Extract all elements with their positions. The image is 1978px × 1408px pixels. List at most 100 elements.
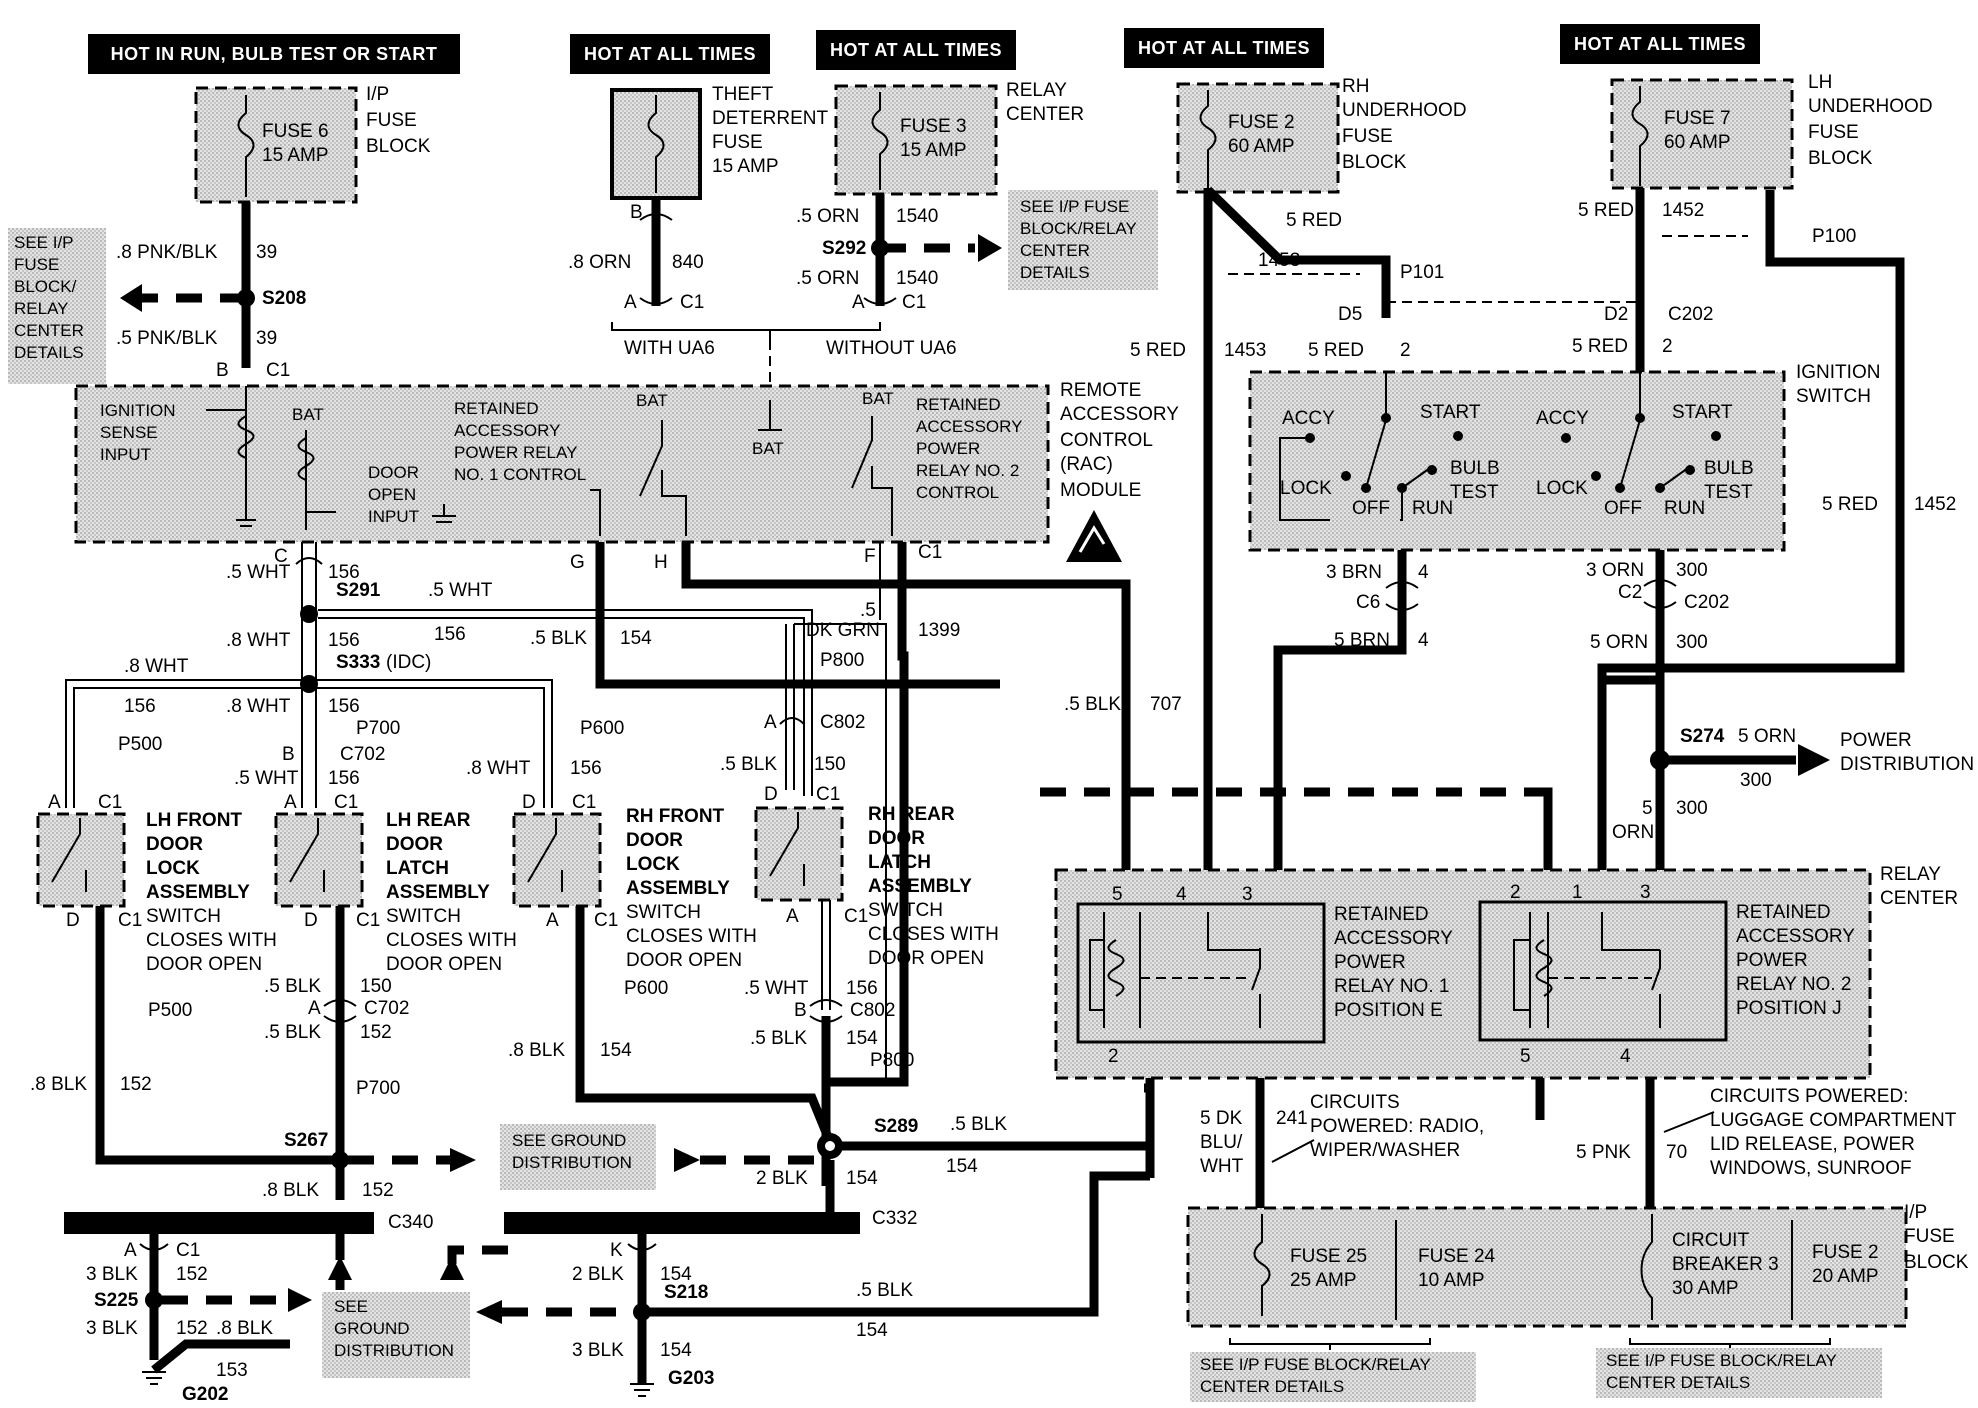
svg-text:S225: S225 — [94, 1290, 139, 1311]
svg-text:3 BLK: 3 BLK — [86, 1264, 138, 1285]
svg-text:K: K — [610, 1240, 623, 1261]
svg-text:CENTER DETAILS: CENTER DETAILS — [1606, 1373, 1750, 1392]
svg-text:B: B — [794, 1000, 807, 1021]
svg-text:707: 707 — [1150, 694, 1182, 715]
svg-text:START: START — [1672, 402, 1733, 423]
arrow-see-ip-left — [120, 284, 142, 312]
svg-text:CONTROL: CONTROL — [1060, 430, 1153, 451]
svg-text:SWITCH: SWITCH — [386, 906, 461, 927]
svg-text:ASSEMBLY: ASSEMBLY — [146, 882, 250, 903]
fuse-6-box: FUSE 6 15 AMP — [194, 86, 358, 204]
svg-text:ASSEMBLY: ASSEMBLY — [386, 882, 490, 903]
svg-text:CENTER: CENTER — [1006, 104, 1084, 125]
svg-text:1540: 1540 — [896, 268, 938, 289]
note-see-ip-left: SEE I/P FUSE BLOCK/ RELAY CENTER DETAILS — [8, 228, 106, 384]
svg-text:20 AMP: 20 AMP — [1812, 1266, 1879, 1287]
header-hot-all-times-4: HOT AT ALL TIMES — [1560, 24, 1760, 64]
svg-text:TEST: TEST — [1450, 482, 1499, 503]
svg-text:.5 ORN: .5 ORN — [796, 206, 859, 227]
svg-text:SENSE: SENSE — [100, 423, 158, 442]
svg-text:DOOR OPEN: DOOR OPEN — [626, 950, 742, 971]
svg-text:RUN: RUN — [1412, 498, 1453, 519]
svg-text:C1: C1 — [266, 360, 290, 381]
svg-text:FUSE 2: FUSE 2 — [1228, 112, 1295, 133]
arrow-see-ip-top — [978, 234, 1002, 262]
svg-text:3: 3 — [1640, 882, 1651, 903]
svg-text:CLOSES WITH: CLOSES WITH — [146, 930, 277, 951]
svg-text:P600: P600 — [624, 978, 668, 999]
svg-text:2: 2 — [1662, 336, 1673, 357]
svg-text:REMOTE: REMOTE — [1060, 380, 1141, 401]
fuse-2-rh-underhood: FUSE 2 60 AMP RH UNDERHOOD FUSE BLOCK — [1176, 76, 1467, 194]
svg-text:30 AMP: 30 AMP — [1672, 1278, 1739, 1299]
svg-text:.5 BLK: .5 BLK — [1064, 694, 1121, 715]
svg-text:4: 4 — [1620, 1046, 1631, 1067]
svg-text:FUSE 24: FUSE 24 — [1418, 1246, 1496, 1267]
svg-text:C1: C1 — [594, 910, 618, 931]
svg-text:152: 152 — [176, 1318, 208, 1339]
svg-text:2 BLK: 2 BLK — [756, 1168, 808, 1189]
svg-text:.5 BLK: .5 BLK — [720, 754, 777, 775]
svg-text:B: B — [282, 744, 295, 765]
svg-text:.8 WHT: .8 WHT — [226, 630, 291, 651]
svg-text:.8 BLK: .8 BLK — [30, 1074, 87, 1095]
svg-text:CLOSES WITH: CLOSES WITH — [386, 930, 517, 951]
svg-text:DETAILS: DETAILS — [14, 343, 84, 362]
svg-text:39: 39 — [256, 242, 277, 263]
bus-c340 — [64, 1212, 374, 1234]
svg-text:CIRCUITS POWERED:: CIRCUITS POWERED: — [1710, 1086, 1908, 1107]
ignition-switch: IGNITION SWITCH ACCY START LOCK OFF RUN … — [1248, 362, 1880, 552]
svg-text:154: 154 — [660, 1340, 692, 1361]
svg-text:MODULE: MODULE — [1060, 480, 1141, 501]
svg-text:P700: P700 — [356, 718, 400, 739]
svg-text:4: 4 — [1418, 562, 1429, 583]
svg-text:BLOCK: BLOCK — [1808, 148, 1873, 169]
svg-text:RELAY NO. 1: RELAY NO. 1 — [1334, 976, 1449, 997]
svg-text:BLOCK: BLOCK — [366, 136, 431, 157]
svg-text:.5 WHT: .5 WHT — [744, 978, 809, 999]
svg-text:15 AMP: 15 AMP — [900, 140, 967, 161]
svg-text:C1: C1 — [334, 792, 358, 813]
svg-text:C202: C202 — [1668, 304, 1713, 325]
note-see-ground-mid: SEE GROUND DISTRIBUTION — [500, 1124, 656, 1190]
svg-text:.8 WHT: .8 WHT — [466, 758, 531, 779]
svg-text:BAT: BAT — [292, 405, 324, 424]
header-hot-all-times-2: HOT AT ALL TIMES — [816, 30, 1016, 70]
svg-text:SWITCH: SWITCH — [146, 906, 221, 927]
note-see-ip-top: SEE I/P FUSE BLOCK/RELAY CENTER DETAILS — [1008, 190, 1158, 290]
splice-s267 — [331, 1151, 349, 1169]
svg-text:BLOCK: BLOCK — [1904, 1252, 1969, 1273]
svg-text:C340: C340 — [388, 1212, 433, 1233]
svg-text:5 BRN: 5 BRN — [1334, 630, 1390, 651]
svg-text:C1: C1 — [902, 292, 926, 313]
svg-text:IGNITION: IGNITION — [1796, 362, 1880, 383]
svg-text:LOCK: LOCK — [1280, 478, 1332, 499]
svg-text:.5 BLK: .5 BLK — [530, 628, 587, 649]
svg-text:1540: 1540 — [896, 206, 938, 227]
svg-text:OFF: OFF — [1352, 498, 1390, 519]
bus-c332 — [504, 1212, 860, 1234]
svg-text:.5 BLK: .5 BLK — [950, 1114, 1007, 1135]
svg-text:300: 300 — [1676, 798, 1708, 819]
svg-text:1452: 1452 — [1662, 200, 1704, 221]
svg-text:DISTRIBUTION: DISTRIBUTION — [512, 1153, 632, 1172]
svg-text:G: G — [570, 552, 585, 573]
svg-text:OFF: OFF — [1604, 498, 1642, 519]
svg-text:WIPER/WASHER: WIPER/WASHER — [1310, 1140, 1460, 1161]
svg-text:RH: RH — [1342, 76, 1369, 97]
svg-text:DK GRN: DK GRN — [806, 620, 880, 641]
svg-text:153: 153 — [216, 1360, 248, 1381]
svg-text:C1: C1 — [98, 792, 122, 813]
svg-text:CENTER: CENTER — [1880, 888, 1958, 909]
svg-text:IGNITION: IGNITION — [100, 401, 176, 420]
svg-text:5 RED: 5 RED — [1308, 340, 1364, 361]
header-hot-all-times-1: HOT AT ALL TIMES — [570, 34, 770, 74]
svg-text:C1: C1 — [680, 292, 704, 313]
svg-text:5: 5 — [1520, 1046, 1531, 1067]
svg-text:SEE: SEE — [334, 1297, 368, 1316]
svg-text:A: A — [546, 910, 559, 931]
svg-text:POWER RELAY: POWER RELAY — [454, 443, 577, 462]
note-see-ground-low: SEE GROUND DISTRIBUTION — [322, 1292, 470, 1378]
svg-text:S208: S208 — [262, 288, 306, 309]
svg-text:WITHOUT UA6: WITHOUT UA6 — [826, 338, 957, 359]
